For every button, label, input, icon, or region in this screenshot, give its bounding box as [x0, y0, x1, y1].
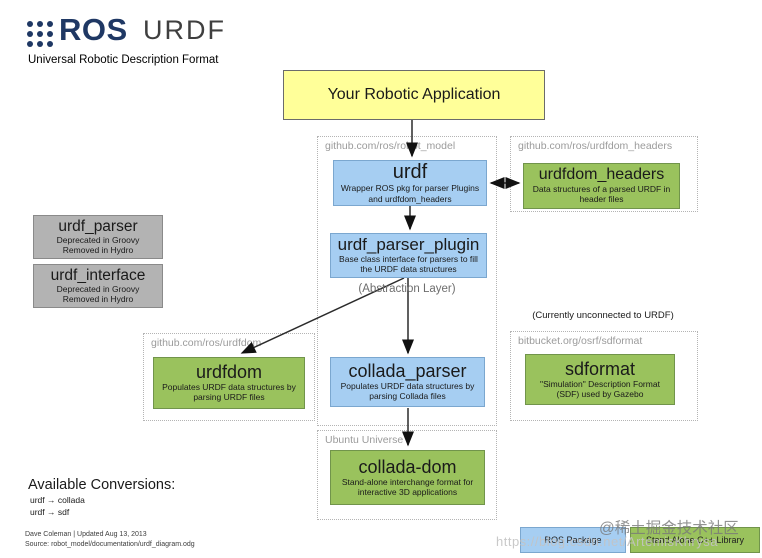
node-sdformat: sdformat "Simulation" Description Format… — [525, 354, 675, 405]
available-conversions-heading: Available Conversions: — [28, 477, 176, 493]
node-collada-dom: collada-dom Stand-alone interchange form… — [330, 450, 485, 505]
node-urdf-parser-plugin-desc: Base class interface for parsers to fill… — [339, 254, 478, 275]
abstraction-layer-label: (Abstraction Layer) — [358, 283, 456, 295]
container-robot-model: github.com/ros/robot_model — [317, 136, 497, 426]
ros-logo-dots-icon — [27, 21, 54, 48]
node-urdfdom-headers-title: urdfdom_headers — [538, 166, 665, 184]
node-urdf: urdf Wrapper ROS pkg for parser Plugins … — [333, 160, 487, 206]
container-urdfdom-label: github.com/ros/urdfdom — [151, 337, 262, 349]
container-urdfdom-headers: github.com/ros/urdfdom_headers — [510, 136, 698, 212]
container-urdfdom: github.com/ros/urdfdom — [143, 333, 315, 421]
conversion-urdf-sdf: urdf → sdf — [30, 507, 70, 517]
node-urdfdom-desc: Populates URDF data structures by parsin… — [162, 382, 296, 403]
node-urdf-interface: urdf_interface Deprecated in Groovy Remo… — [33, 264, 163, 308]
node-urdfdom-title: urdfdom — [195, 362, 263, 383]
node-urdf-parser-desc-line2: Removed in Hydro — [62, 245, 134, 256]
node-urdf-interface-title: urdf_interface — [50, 266, 146, 284]
ros-logo-text: ROS — [59, 12, 128, 47]
conversion-urdf-collada: urdf → collada — [30, 495, 85, 505]
node-collada-dom-title: collada-dom — [358, 456, 457, 477]
node-urdfdom: urdfdom Populates URDF data structures b… — [153, 357, 305, 409]
node-your-robotic-application-title: Your Robotic Application — [327, 85, 501, 103]
page-subtitle: Universal Robotic Description Format — [28, 54, 219, 66]
node-urdfdom-headers-desc: Data structures of a parsed URDF in head… — [532, 184, 671, 205]
container-ubuntu-universe: Ubuntu Universe — [317, 430, 497, 520]
watermark-url: https://blog.csdn.net/ArtemisKhrysa — [496, 534, 718, 549]
container-robot-model-label: github.com/ros/robot_model — [325, 140, 456, 152]
node-urdf-parser-plugin: urdf_parser_plugin Base class interface … — [330, 233, 487, 278]
legend-ros-package-label: ROS Package — [544, 535, 602, 545]
attribution-source: Source: robot_model/documentation/urdf_d… — [25, 541, 195, 548]
node-collada-parser: collada_parser Populates URDF data struc… — [330, 357, 485, 407]
container-ubuntu-universe-label: Ubuntu Universe — [325, 434, 404, 446]
legend-standalone-library: Stand Alone C++ Library — [630, 527, 760, 553]
legend-ros-package: ROS Package — [520, 527, 626, 553]
node-urdf-interface-desc-line2: Removed in Hydro — [62, 294, 134, 305]
node-urdf-desc: Wrapper ROS pkg for parser Plugins and u… — [340, 183, 480, 204]
page-title: URDF — [143, 15, 226, 45]
node-collada-dom-desc: Stand-alone interchange format for inter… — [341, 476, 474, 497]
container-sdformat: bitbucket.org/osrf/sdformat — [510, 331, 698, 421]
node-urdf-parser-plugin-title: urdf_parser_plugin — [337, 235, 480, 255]
node-urdf-interface-desc-line1: Deprecated in Groovy — [56, 283, 140, 294]
node-urdf-parser-title: urdf_parser — [58, 217, 138, 235]
node-urdfdom-headers: urdfdom_headers Data structures of a par… — [523, 163, 680, 209]
node-your-robotic-application: Your Robotic Application — [283, 70, 545, 120]
container-sdformat-label: bitbucket.org/osrf/sdformat — [518, 335, 643, 347]
node-sdformat-desc: "Simulation" Description Format (SDF) us… — [540, 378, 660, 399]
node-urdf-parser: urdf_parser Deprecated in Groovy Removed… — [33, 215, 163, 259]
legend-standalone-library-label: Stand Alone C++ Library — [645, 535, 745, 545]
watermark-community: @稀土掘金技术社区 — [599, 520, 739, 537]
container-urdfdom-headers-label: github.com/ros/urdfdom_headers — [518, 140, 673, 152]
node-collada-parser-title: collada_parser — [348, 361, 467, 382]
attribution-author: Dave Coleman | Updated Aug 13, 2013 — [25, 531, 147, 538]
node-urdf-title: urdf — [392, 161, 428, 184]
connector-plugin-to-urdfdom — [240, 277, 405, 354]
node-collada-parser-desc: Populates URDF data structures by parsin… — [340, 381, 475, 402]
node-sdformat-title: sdformat — [564, 358, 636, 379]
sdformat-note: (Currently unconnected to URDF) — [532, 310, 674, 321]
node-urdf-parser-desc-line1: Deprecated in Groovy — [56, 234, 140, 245]
